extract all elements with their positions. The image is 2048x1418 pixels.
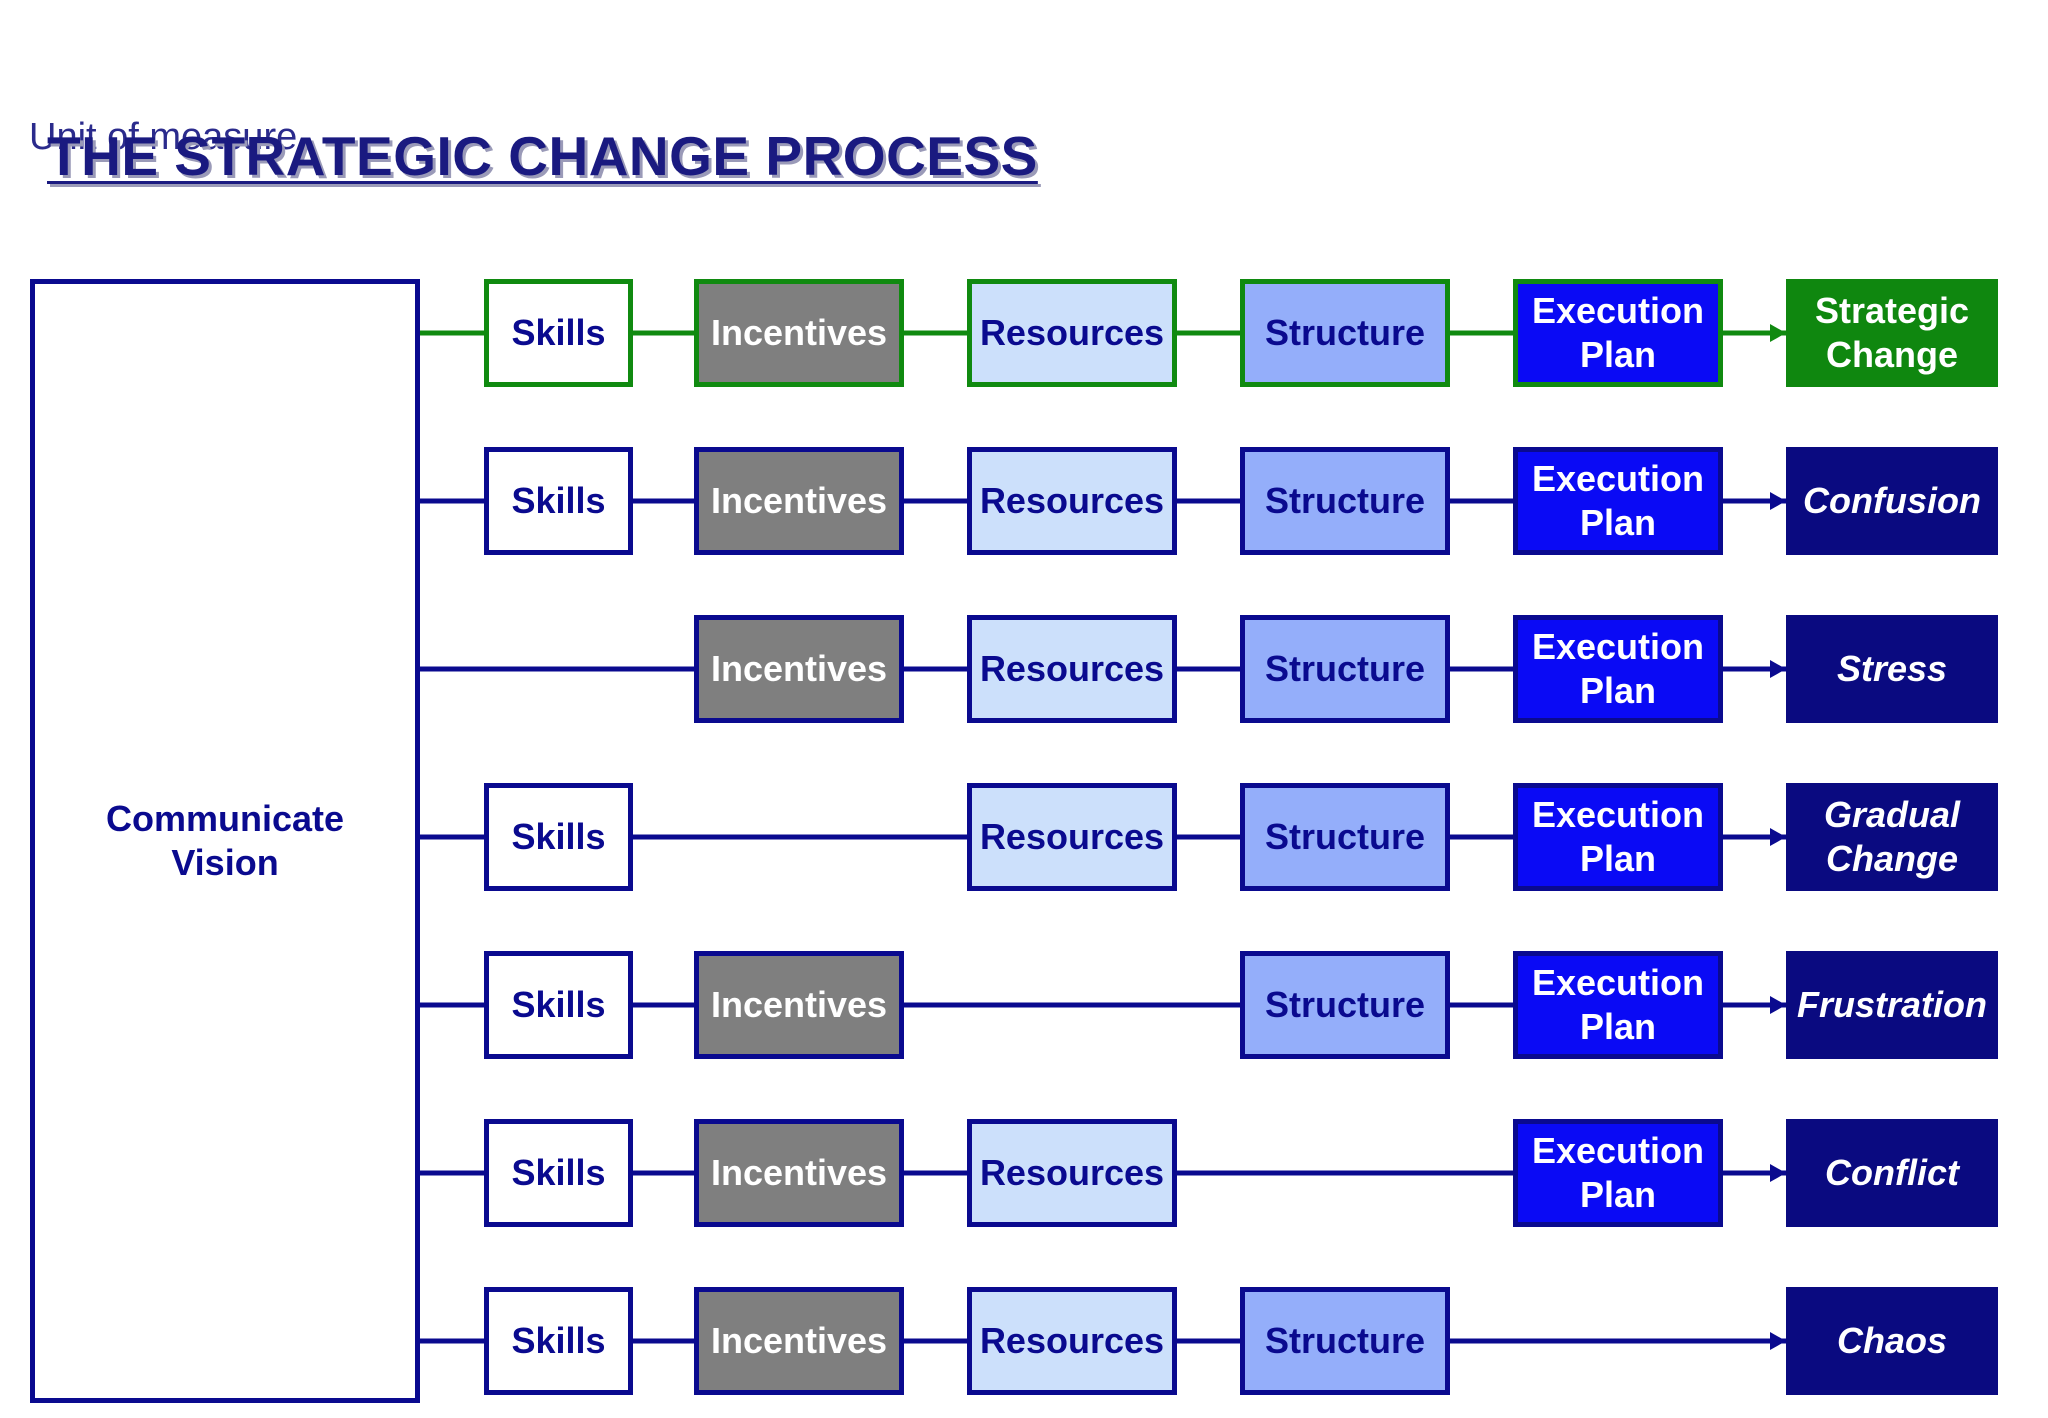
arrowhead-icon: [1770, 660, 1786, 678]
skills-box: Skills: [484, 1287, 633, 1395]
skills-box: Skills: [484, 279, 633, 387]
incentives-box: Incentives: [694, 279, 904, 387]
structure-box: Structure: [1240, 783, 1450, 891]
page-title: THE STRATEGIC CHANGE PROCESS: [47, 125, 1038, 187]
arrowhead-icon: [1770, 996, 1786, 1014]
structure-box: Structure: [1240, 615, 1450, 723]
outcome-box: Conflict: [1786, 1119, 1998, 1227]
incentives-box: Incentives: [694, 951, 904, 1059]
resources-box: Resources: [967, 783, 1177, 891]
arrowhead-icon: [1770, 1164, 1786, 1182]
outcome-box: Chaos: [1786, 1287, 1998, 1395]
arrowhead-icon: [1770, 492, 1786, 510]
arrowhead-icon: [1770, 324, 1786, 342]
resources-box: Resources: [967, 1287, 1177, 1395]
structure-box: Structure: [1240, 951, 1450, 1059]
structure-box: Structure: [1240, 1287, 1450, 1395]
skills-box: Skills: [484, 1119, 633, 1227]
arrowhead-icon: [1770, 828, 1786, 846]
resources-box: Resources: [967, 1119, 1177, 1227]
resources-box: Resources: [967, 279, 1177, 387]
skills-box: Skills: [484, 783, 633, 891]
skills-box: Skills: [484, 447, 633, 555]
incentives-box: Incentives: [694, 1287, 904, 1395]
unit-of-measure-label: Unit of measure: [29, 116, 298, 158]
arrowhead-icon: [1770, 1332, 1786, 1350]
incentives-box: Incentives: [694, 1119, 904, 1227]
outcome-box: Stress: [1786, 615, 1998, 723]
incentives-box: Incentives: [694, 615, 904, 723]
resources-box: Resources: [967, 615, 1177, 723]
incentives-box: Incentives: [694, 447, 904, 555]
structure-box: Structure: [1240, 447, 1450, 555]
skills-box: Skills: [484, 951, 633, 1059]
outcome-box: Confusion: [1786, 447, 1998, 555]
resources-box: Resources: [967, 447, 1177, 555]
outcome-box: Frustration: [1786, 951, 1998, 1059]
structure-box: Structure: [1240, 279, 1450, 387]
